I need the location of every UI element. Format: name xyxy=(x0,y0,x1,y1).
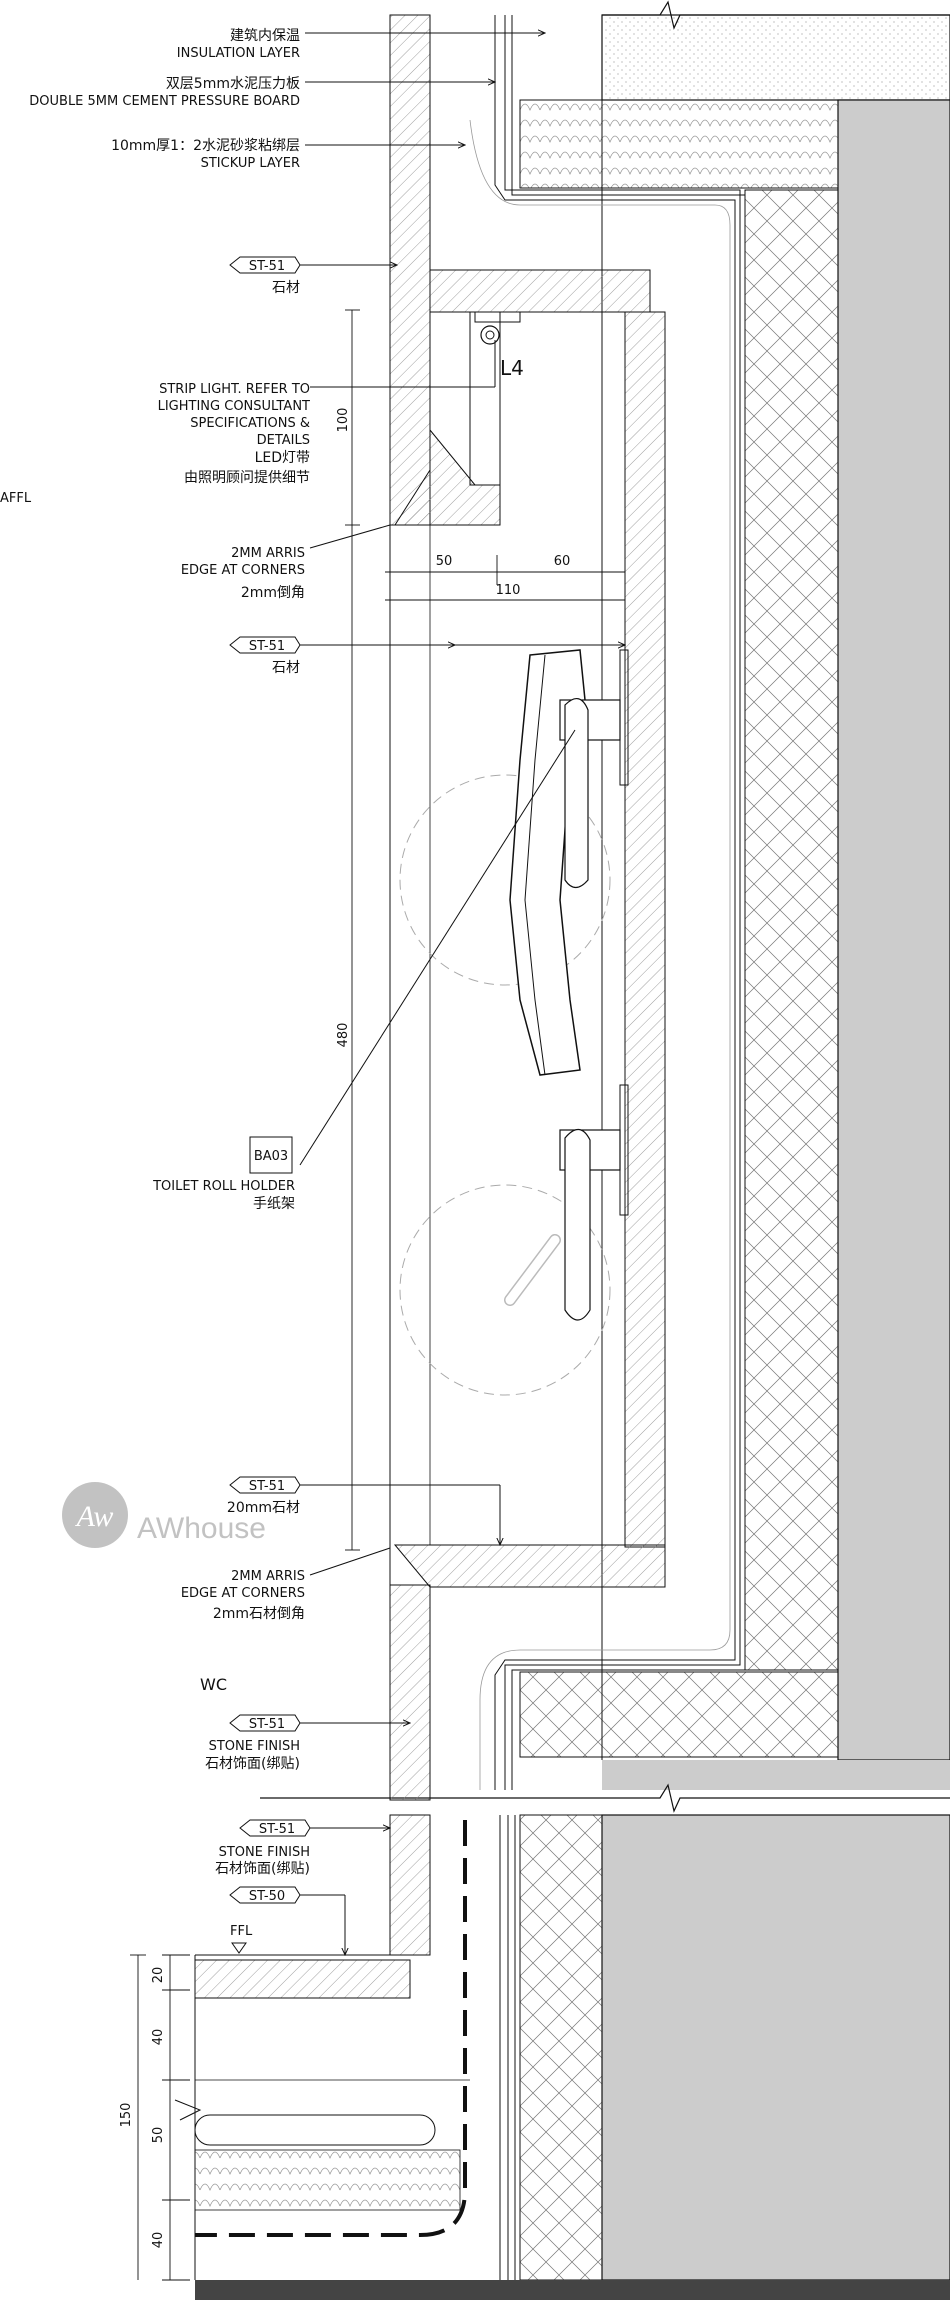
stone-finish-wall xyxy=(389,14,431,1956)
toilet-roll-label-en: TOILET ROLL HOLDER xyxy=(152,1179,295,1194)
arris-bottom-line2: EDGE AT CORNERS xyxy=(181,1586,305,1601)
affl-label: AFFL xyxy=(0,491,32,506)
insulation-label-en: INSULATION LAYER xyxy=(177,46,300,61)
cement-board-label-en: DOUBLE 5MM CEMENT PRESSURE BOARD xyxy=(29,94,300,109)
awhouse-logo-icon xyxy=(62,1482,128,1548)
toilet-roll-label-cn: 手纸架 xyxy=(253,1196,295,1212)
arris-top-cn: 2mm倒角 xyxy=(241,585,305,601)
tag-text: ST-51 xyxy=(259,1822,295,1837)
tag-st50: ST-50 xyxy=(229,1886,301,1904)
arris-bottom-line1: 2MM ARRIS xyxy=(231,1569,305,1584)
floor-detail xyxy=(174,1820,950,2300)
st51-e-label-cn: 石材饰面(绑贴) xyxy=(215,1861,310,1877)
ffl-marker-icon xyxy=(231,1942,247,1954)
logo-letters: Aw xyxy=(75,1500,114,1533)
insulation-label-cn: 建筑内保温 xyxy=(230,28,300,44)
st51-a-label: 石材 xyxy=(272,280,300,296)
tag-text: ST-51 xyxy=(249,1717,285,1732)
insulation-layer xyxy=(519,99,839,2281)
dim-20: 20 xyxy=(151,1967,166,1984)
strip-light-line3: SPECIFICATIONS & xyxy=(190,416,310,431)
tag-st51-a: ST-51 xyxy=(229,256,301,274)
tag-text: ST-51 xyxy=(249,1479,285,1494)
toilet-roll-holder xyxy=(399,649,629,1396)
strip-light-cn2: 由照明顾问提供细节 xyxy=(184,470,310,486)
room-label-wc: WC xyxy=(200,1675,227,1694)
st51-b-label: 石材 xyxy=(272,660,300,676)
watermark: Aw AWhouse xyxy=(62,1482,266,1548)
strip-light-cn1: LED灯带 xyxy=(255,450,310,466)
st51-c-label: 20mm石材 xyxy=(227,1500,300,1516)
tag-st51-b: ST-51 xyxy=(229,636,301,654)
light-tag-l4: L4 xyxy=(500,356,524,380)
tag-ba03: BA03 xyxy=(249,1136,293,1174)
niche xyxy=(393,269,666,1588)
cement-board-label-cn: 双层5mm水泥压力板 xyxy=(166,76,300,92)
dim-480: 480 xyxy=(336,1023,351,1048)
tag-text: ST-51 xyxy=(249,639,285,654)
st51-d-label-en: STONE FINISH xyxy=(209,1739,300,1754)
tag-st51-e: ST-51 xyxy=(239,1819,311,1837)
dimension-lines xyxy=(130,309,625,2281)
st51-e-label-en: STONE FINISH xyxy=(219,1845,310,1860)
tag-text: ST-51 xyxy=(249,259,285,274)
tag-text: ST-50 xyxy=(249,1889,285,1904)
stickup-label-en: STICKUP LAYER xyxy=(201,156,300,171)
dim-40-lower: 40 xyxy=(151,2232,166,2249)
dim-50: 50 xyxy=(436,554,453,569)
watermark-brand: AWhouse xyxy=(137,1512,266,1545)
arris-top-line2: EDGE AT CORNERS xyxy=(181,563,305,578)
dim-150: 150 xyxy=(119,2103,134,2128)
structural-wall xyxy=(260,0,950,2281)
strip-light-line1: STRIP LIGHT. REFER TO xyxy=(159,382,310,397)
cement-board-layers xyxy=(469,15,746,2280)
strip-light-line2: LIGHTING CONSULTANT xyxy=(158,399,310,414)
tag-st51-d: ST-51 xyxy=(229,1714,301,1732)
dim-60: 60 xyxy=(554,554,571,569)
dim-100: 100 xyxy=(336,408,351,433)
stickup-label-cn: 10mm厚1：2水泥砂浆粘绑层 xyxy=(111,138,300,154)
arris-bottom-cn: 2mm石材倒角 xyxy=(213,1606,305,1622)
tag-text: BA03 xyxy=(254,1149,288,1164)
strip-light-line4: DETAILS xyxy=(257,433,310,448)
dim-40-upper: 40 xyxy=(151,2029,166,2046)
leader-lines xyxy=(299,33,625,1955)
st51-d-label-cn: 石材饰面(绑贴) xyxy=(205,1756,300,1772)
dim-110: 110 xyxy=(496,583,521,598)
ffl-label: FFL xyxy=(230,1924,253,1939)
tag-st51-c: ST-51 xyxy=(229,1476,301,1494)
arris-top-line1: 2MM ARRIS xyxy=(231,546,305,561)
dim-50-lower: 50 xyxy=(151,2127,166,2144)
